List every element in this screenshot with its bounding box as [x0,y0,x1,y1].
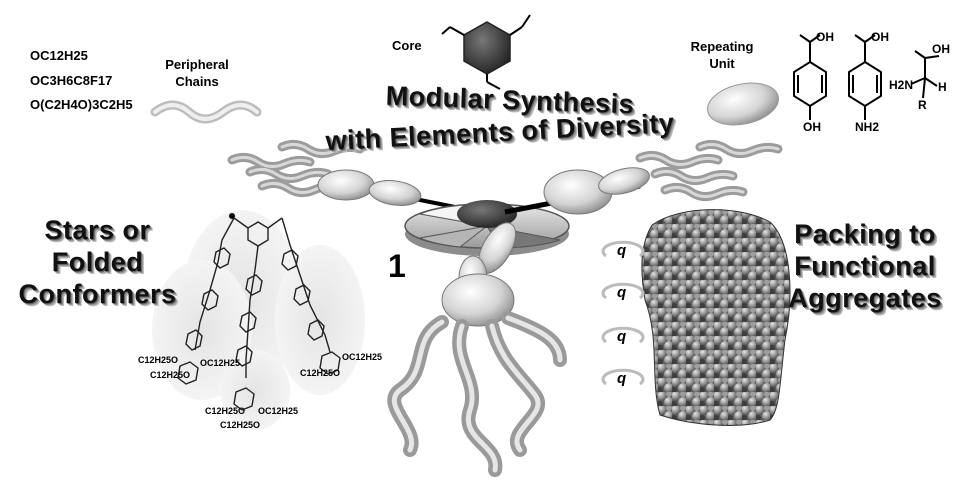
core-benzene-icon [442,15,530,89]
right-heading-line1: Packing to [775,218,955,250]
ester-label-2: C12H25O [150,370,190,380]
acid-group-2: OH [871,30,889,44]
chain-formula-3: O(C2H4O)3C2H5 [30,96,133,113]
right-arm [505,163,652,214]
top-right-chains [640,144,778,196]
q-label-1: q [617,242,626,259]
repeating-label-line1: Repeating [682,38,762,55]
amino-acid-structure [911,51,939,98]
ester-label-3: OC12H25 [200,358,240,368]
ester-label-7: C12H25O [300,368,340,378]
aminobenzoic-acid-structure [849,35,881,120]
core-label: Core [392,37,422,54]
acid-group-3: OH [932,42,950,56]
amino-substituent: NH2 [855,120,879,134]
repeating-unit-ellipse [704,77,783,131]
ester-label-6: C12H25O [220,420,260,430]
chain-formula-1: OC12H25 [30,47,88,64]
right-heading: Packing to Functional Aggregates [775,218,955,314]
left-heading: Stars or Folded Conformers [0,214,195,310]
peripheral-chains-label: Peripheral Chains [152,56,242,90]
peripheral-label-line2: Chains [152,73,242,90]
hydroxybenzoic-acid-structure [794,35,826,120]
ester-label-1: C12H25O [138,355,178,365]
left-heading-line3: Conformers [0,278,195,310]
left-heading-line1: Stars or [0,214,195,246]
compound-number: 1 [388,248,406,285]
q-label-2: q [617,284,626,301]
packed-aggregate [642,210,790,426]
chain-formula-2: OC3H6C8F17 [30,72,112,89]
q-label-4: q [617,370,626,387]
right-heading-line2: Functional [775,250,955,282]
hydroxy-substituent: OH [803,120,821,134]
q-rotation-arrows [603,242,643,384]
left-heading-line2: Folded [0,246,195,278]
ester-label-5: OC12H25 [258,406,298,416]
acid-group-1: OH [816,30,834,44]
ester-label-4: C12H25O [205,406,245,416]
side-chain-r: R [918,98,927,112]
left-arm [318,170,470,210]
alpha-hydrogen: H [938,80,947,94]
repeating-unit-label: Repeating Unit [682,38,762,72]
q-label-3: q [617,328,626,345]
peripheral-label-line1: Peripheral [152,56,242,73]
ester-label-8: OC12H25 [342,352,382,362]
right-heading-line3: Aggregates [775,282,955,314]
repeating-label-line2: Unit [682,55,762,72]
amine-group: H2N [889,78,913,92]
